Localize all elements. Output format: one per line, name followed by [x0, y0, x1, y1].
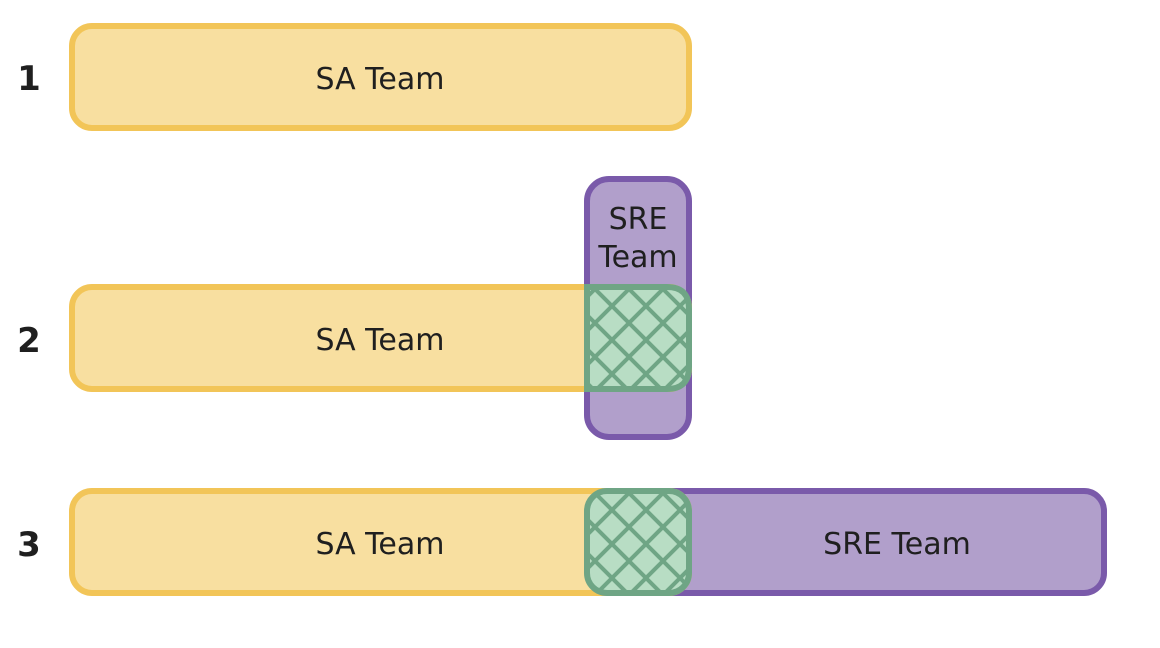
row-2-sre-team-label-line2: Team: [597, 240, 677, 275]
row-1-sa-team-label: SA Team: [316, 62, 445, 97]
row-2-sa-team-label: SA Team: [316, 323, 445, 358]
row-3: 3 SRE Team SA Team: [17, 488, 1107, 596]
row-2: 2 SRE Team SA Team: [17, 176, 692, 440]
row-3-sre-team-label: SRE Team: [823, 527, 971, 562]
row-3-sa-team-label: SA Team: [316, 527, 445, 562]
row-2-number: 2: [17, 321, 41, 361]
row-3-number: 3: [17, 525, 41, 565]
row-1: 1 SA Team: [17, 23, 692, 131]
row-2-sre-team-label-line1: SRE: [609, 202, 668, 237]
row-1-number: 1: [17, 59, 41, 99]
row-1-sa-team-bar: [69, 23, 692, 131]
row-3-overlap-region: [584, 488, 692, 596]
row-2-overlap-region: [584, 284, 692, 392]
